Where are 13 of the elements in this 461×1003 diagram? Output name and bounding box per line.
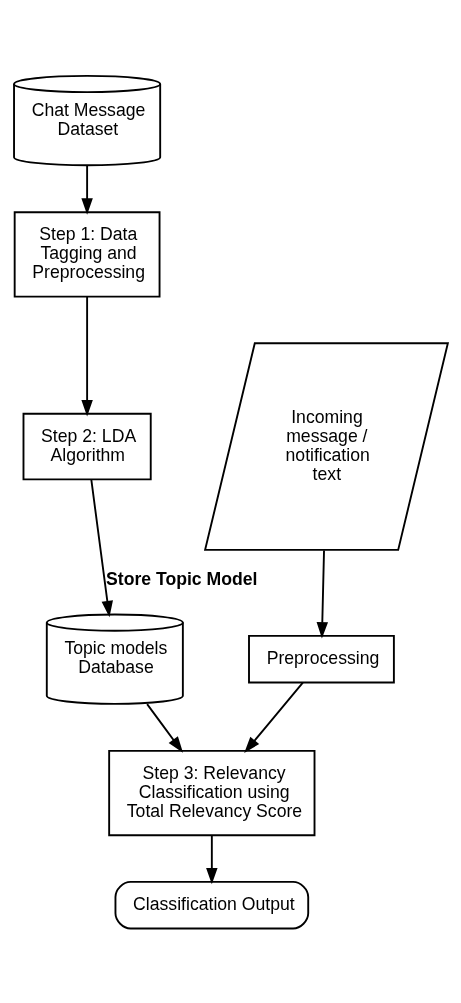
node-box: Step 3: Relevancy Classification using Total Relevancy Score	[107, 749, 315, 836]
arrow	[205, 834, 218, 884]
arrow	[316, 548, 328, 638]
node-box: Preprocessing	[247, 634, 395, 683]
arrow	[243, 681, 304, 753]
edge-label: Store Topic Model	[105, 568, 257, 589]
node-box: Classification Output	[114, 880, 309, 929]
node-box: Step 1: Data Tagging and Preprocessing	[13, 210, 160, 298]
arrow	[80, 164, 93, 215]
arrow	[89, 478, 113, 617]
node-box: Step 2: LDA Algorithm	[22, 412, 152, 480]
arrow	[145, 702, 183, 753]
arrow	[80, 295, 93, 416]
